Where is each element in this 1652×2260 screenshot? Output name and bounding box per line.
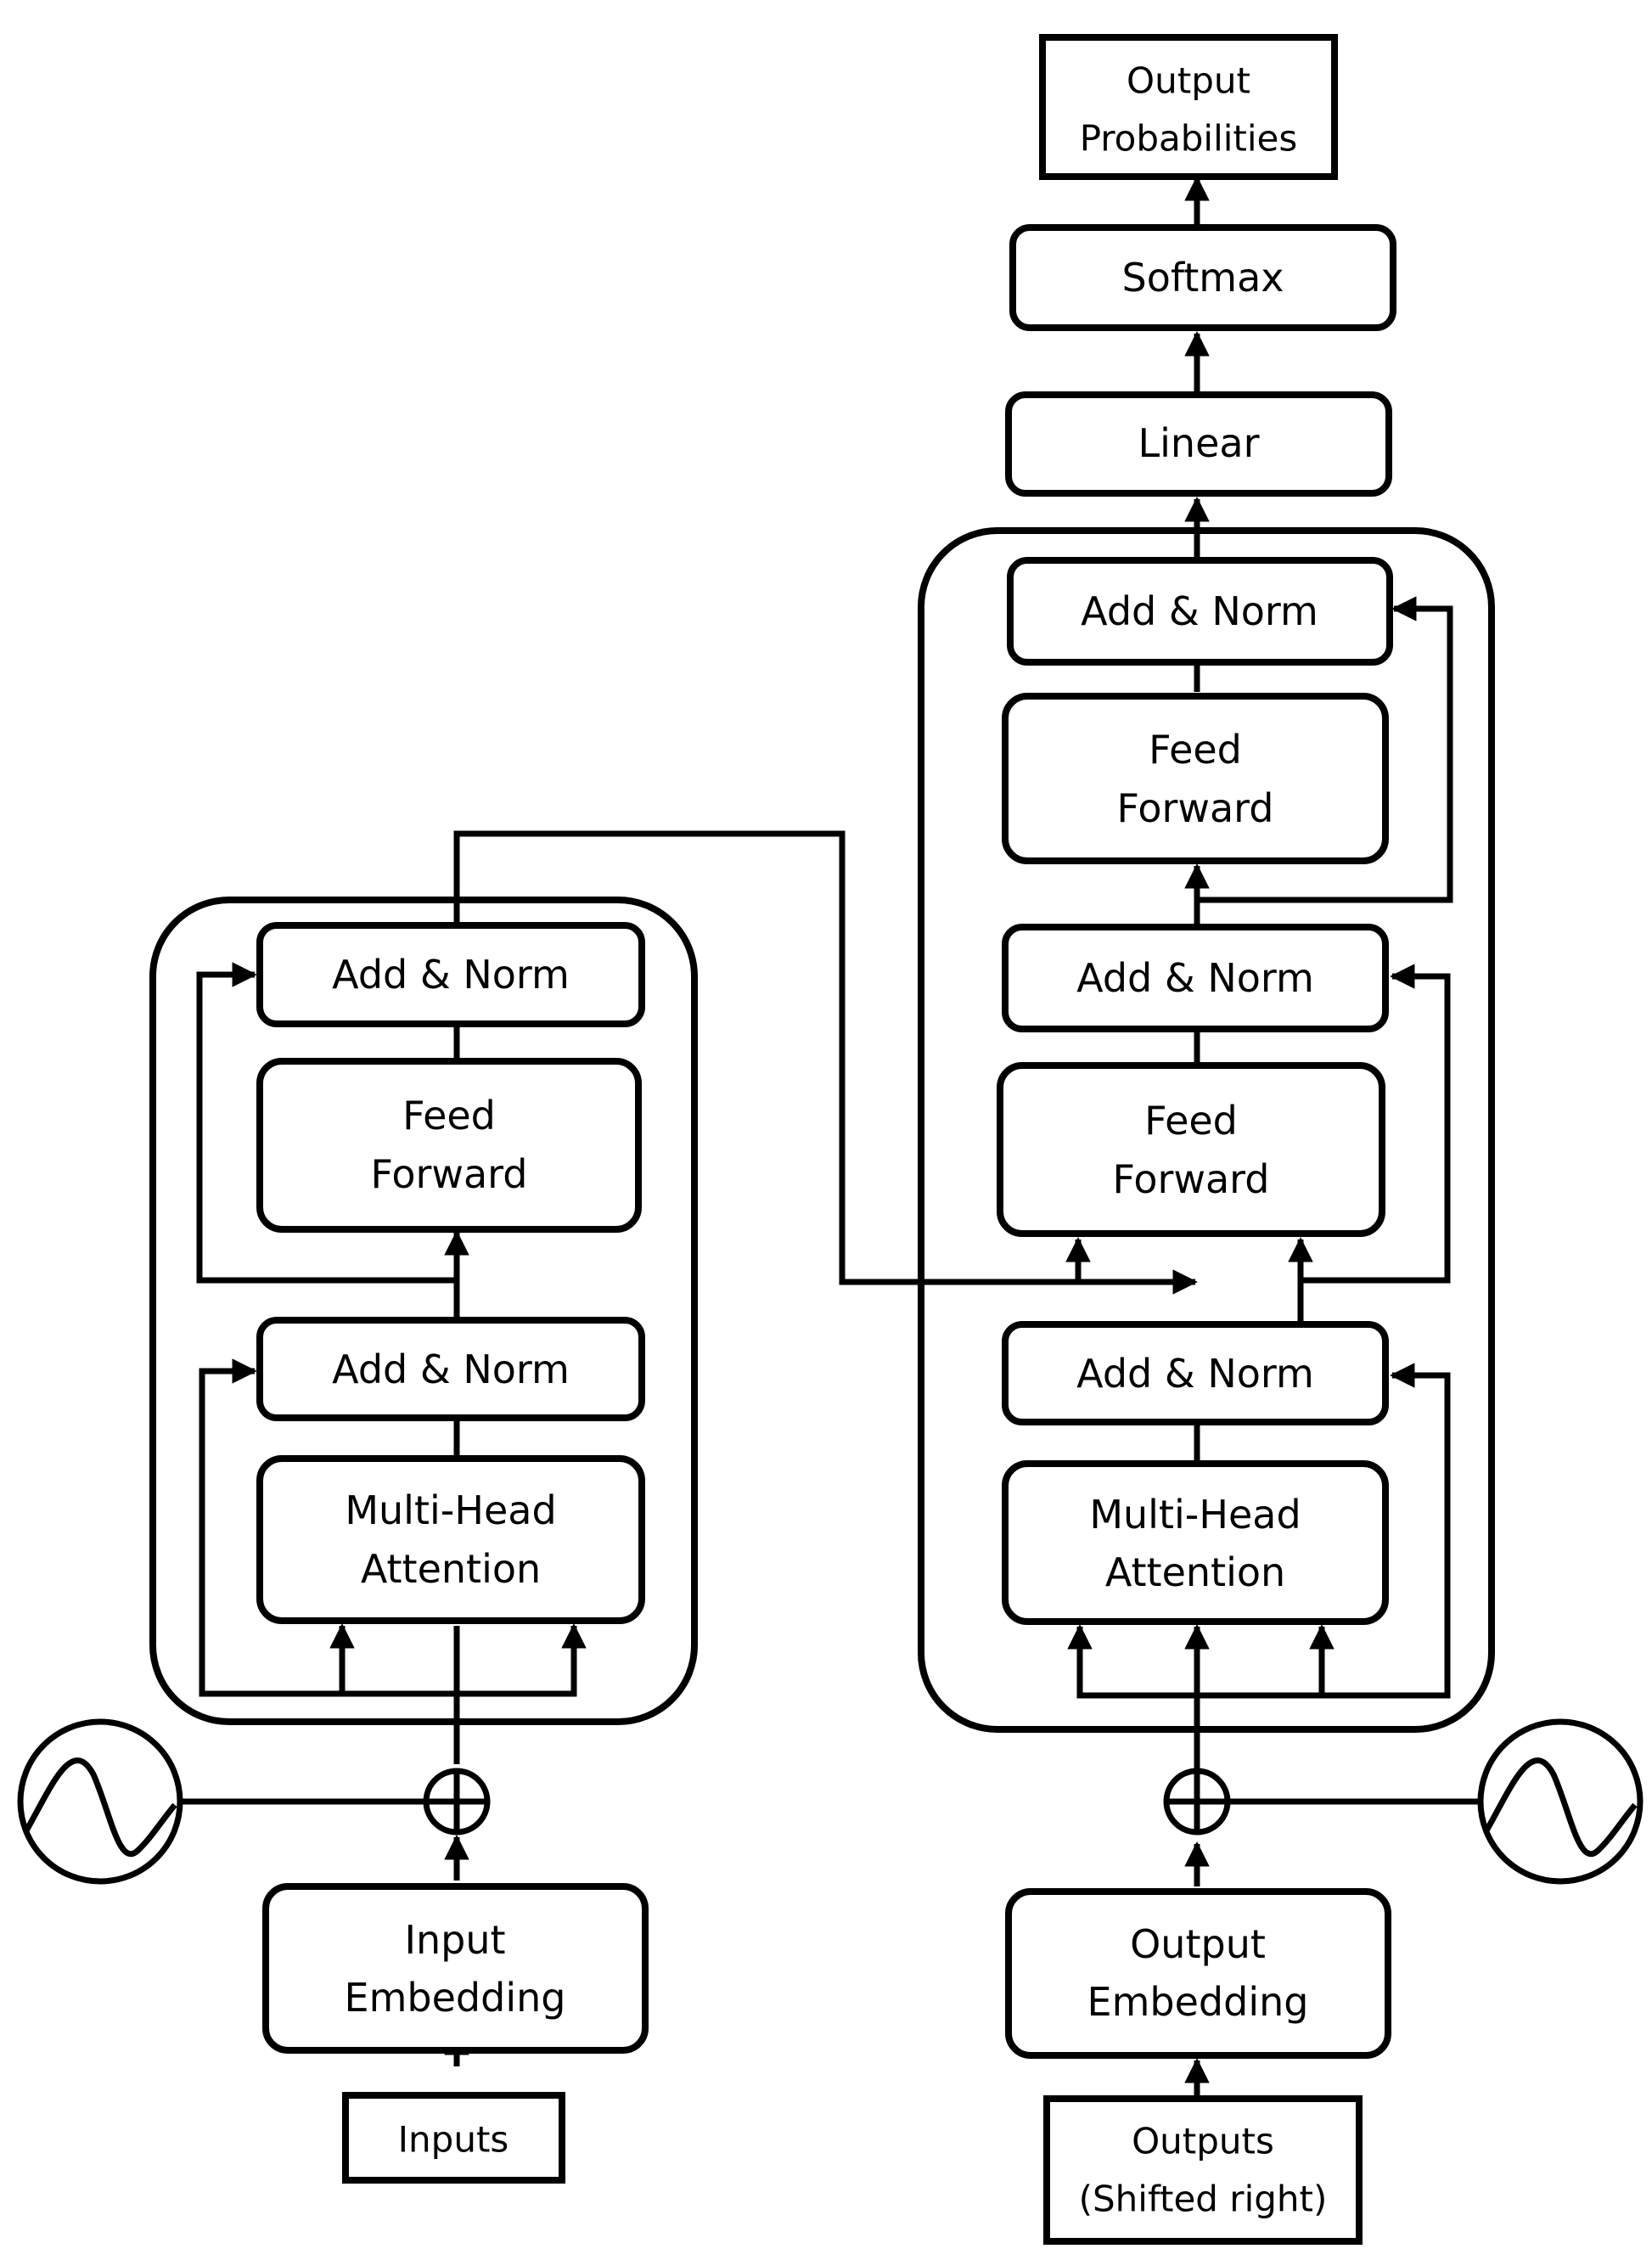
decoder-add-norm-middle: Add & Norm [1002, 924, 1389, 1032]
outputs-shifted-box: Outputs (Shifted right) [1043, 2095, 1363, 2245]
decoder-attention-label-line1: Multi-Head [1089, 1492, 1301, 1538]
encoder-add-operator [423, 1768, 491, 1836]
decoder-attention-label-line2: Attention [1105, 1549, 1285, 1595]
output-embedding-label-line1: Output [1130, 1921, 1266, 1967]
decoder-feed-forward-middle-label-line1: Feed [1144, 1098, 1238, 1144]
encoder-add-norm-bottom-label: Add & Norm [332, 1346, 570, 1392]
output-probabilities-label-line2: Probabilities [1080, 118, 1298, 160]
softmax-label: Softmax [1122, 255, 1284, 301]
decoder-add-operator [1163, 1768, 1231, 1836]
encoder-add-norm-bottom: Add & Norm [256, 1317, 645, 1421]
outputs-label-line1: Outputs [1132, 2121, 1274, 2162]
decoder-add-norm-middle-label: Add & Norm [1076, 955, 1314, 1001]
decoder-feed-forward-top: Feed Forward [1002, 693, 1389, 864]
softmax-box: Softmax [1009, 224, 1396, 331]
decoder-feed-forward-middle-label-line2: Forward [1113, 1156, 1270, 1202]
encoder-feed-forward-label-line2: Forward [371, 1151, 528, 1197]
inputs-label: Inputs [398, 2119, 509, 2161]
encoder-multi-head-attention: Multi-Head Attention [256, 1455, 645, 1624]
output-probabilities-box: Output Probabilities [1039, 34, 1338, 180]
linear-box: Linear [1005, 391, 1392, 497]
decoder-add-norm-bottom-label: Add & Norm [1076, 1351, 1314, 1397]
decoder-add-norm-bottom: Add & Norm [1002, 1321, 1389, 1425]
encoder-connections [183, 830, 1198, 2066]
sine-wave-icon [17, 1718, 183, 1885]
outputs-label-line2: (Shifted right) [1079, 2178, 1328, 2220]
output-embedding-label-line2: Embedding [1087, 1979, 1309, 2025]
input-embedding-label-line2: Embedding [345, 1975, 566, 2021]
encoder-attention-label-line2: Attention [361, 1546, 541, 1592]
decoder-feed-forward-top-label-line2: Forward [1117, 785, 1274, 831]
decoder-add-norm-top: Add & Norm [1007, 557, 1393, 666]
decoder-stack-frame [918, 527, 1495, 1733]
decoder-add-norm-top-label: Add & Norm [1081, 588, 1318, 634]
encoder-feed-forward-label-line1: Feed [402, 1093, 496, 1138]
decoder-feed-forward-middle: Feed Forward [997, 1062, 1385, 1237]
encoder-feed-forward: Feed Forward [256, 1058, 642, 1233]
inputs-box: Inputs [342, 2092, 565, 2184]
encoder-add-norm-top-label: Add & Norm [332, 952, 570, 998]
linear-label: Linear [1138, 420, 1260, 466]
encoder-input-embedding: Input Embedding [262, 1883, 649, 2054]
decoder-connections [1067, 176, 1479, 2095]
output-probabilities-label-line1: Output [1127, 60, 1250, 102]
sine-wave-icon [1477, 1718, 1644, 1885]
encoder-add-norm-top: Add & Norm [256, 922, 645, 1027]
encoder-attention-label-line1: Multi-Head [345, 1487, 556, 1533]
input-embedding-label-line1: Input [404, 1917, 505, 1963]
decoder-multi-head-attention: Multi-Head Attention [1002, 1460, 1389, 1625]
encoder-stack-frame [149, 897, 698, 1725]
decoder-output-embedding: Output Embedding [1005, 1888, 1391, 2059]
decoder-feed-forward-top-label-line1: Feed [1149, 727, 1242, 773]
